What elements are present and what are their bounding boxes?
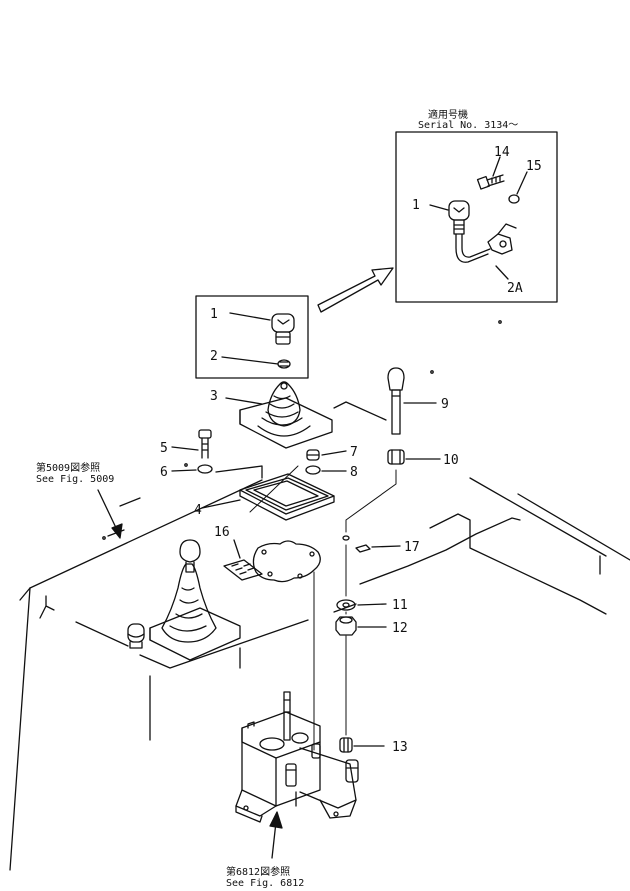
decal-part-16: 16: [214, 525, 263, 581]
label-part-7: 7: [350, 445, 358, 460]
nut-part-7: [306, 449, 320, 461]
plate-bracket-line: [215, 465, 263, 479]
nut-part-2: [277, 359, 291, 369]
detail-arrow: [317, 267, 394, 313]
leader-5: [171, 446, 199, 451]
label-part-14: 14: [494, 145, 510, 160]
washer-part-6: [197, 464, 213, 474]
assembly-lines: [249, 465, 397, 751]
knob-box-frame: [195, 295, 309, 379]
serial-detail-box: 適用号機 Serial No. 3134～ 1: [395, 108, 558, 303]
ref-arrow-5009: [97, 489, 123, 539]
label-part-5: 5: [160, 441, 168, 456]
pin-small: [342, 535, 350, 541]
leader-17: [371, 545, 401, 548]
nut-part-13: [339, 737, 353, 753]
label-part-1: 1: [210, 307, 218, 322]
label-part-8: 8: [350, 465, 358, 480]
leader-2: [221, 356, 279, 365]
leader-2a: [495, 265, 509, 280]
leader-7: [321, 450, 347, 456]
bolt-part-5: [198, 429, 212, 459]
ref-arrow-6812: [269, 811, 283, 859]
gasket: [252, 540, 321, 583]
nut-part-10: [387, 449, 405, 465]
detail-bracket: [487, 223, 517, 255]
label-part-2a: 2A: [507, 281, 523, 296]
leader-detail-1: [429, 204, 449, 211]
label-part-6: 6: [160, 465, 168, 480]
knob-part-1: [271, 313, 295, 345]
label-part-11: 11: [392, 598, 408, 613]
label-part-12: 12: [392, 621, 408, 636]
leader-14: [492, 156, 501, 177]
label-part-9: 9: [441, 397, 449, 412]
control-lever-assembly: [149, 539, 241, 661]
label-part-3: 3: [210, 389, 218, 404]
detail-bolt-part-14: [476, 174, 505, 190]
ref-6812-jp: 第6812図参照: [226, 865, 290, 878]
small-knob: [127, 623, 145, 649]
leader-11: [357, 603, 387, 606]
label-part-13: 13: [392, 740, 408, 755]
leader-6: [171, 469, 197, 472]
leader-15: [516, 171, 528, 195]
washer-part-8: [305, 465, 321, 475]
valve-body: [235, 691, 359, 823]
ref-6812-en: See Fig. 6812: [226, 878, 304, 889]
knob-box: 1 2: [195, 295, 309, 379]
leader-16: [233, 539, 241, 559]
serial-label-en: Serial No. 3134～: [418, 120, 518, 131]
label-part-16: 16: [214, 525, 230, 540]
detail-frame: [395, 131, 558, 303]
leader-1: [229, 312, 271, 321]
ref-5009-jp: 第5009図参照: [36, 461, 100, 474]
ref-5009-en: See Fig. 5009: [36, 474, 114, 485]
detail-washer-part-15: [508, 194, 520, 204]
detail-knob-part-1: [448, 200, 491, 263]
boot-part-3: 3: [210, 381, 333, 449]
leader-3: [225, 397, 263, 405]
clip-part-17: [355, 544, 371, 553]
label-part-2: 2: [210, 349, 218, 364]
serial-label-jp: 適用号機: [428, 108, 468, 121]
console-outline: [9, 320, 630, 871]
nut-part-12: [335, 616, 357, 636]
label-part-10: 10: [443, 453, 459, 468]
label-part-1-detail: 1: [412, 198, 420, 213]
label-part-17: 17: [404, 540, 420, 555]
leader-4: [201, 499, 241, 509]
label-part-15: 15: [526, 159, 542, 174]
rod-part-9: [387, 367, 405, 435]
